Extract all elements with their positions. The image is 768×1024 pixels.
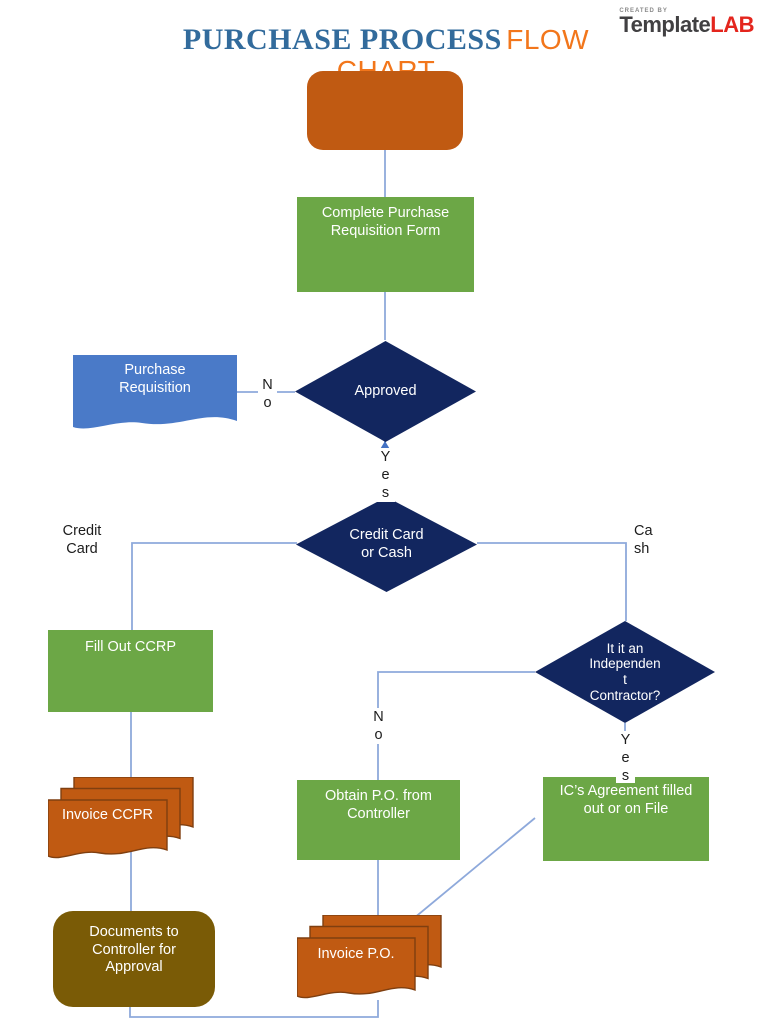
node-start — [307, 71, 463, 150]
page-title-accent-1: FLOW — [506, 24, 590, 55]
edge-label-contractor-no: No — [369, 708, 388, 745]
node-label: Documents to Controller for Approval — [89, 924, 179, 976]
document-purchase-requisition — [73, 355, 237, 429]
node-label: IC’s Agreement filled out or on File — [559, 783, 693, 817]
templatelab-logo[interactable]: CREATED BY TemplateLAB — [619, 8, 754, 36]
node-label: Complete Purchase Requisition Form — [321, 205, 450, 239]
node-fill-out-ccrp: Fill Out CCRP — [48, 630, 213, 712]
edge-label-cash: Cash — [634, 523, 653, 558]
document-label: Invoice CCPR — [61, 807, 154, 823]
document-stack-invoice-ccpr — [48, 777, 194, 859]
edge-label-approved-yes: Yes — [376, 448, 395, 502]
node-obtain-po: Obtain P.O. from Controller — [297, 780, 460, 860]
logo-created-by: CREATED BY — [619, 8, 668, 14]
edge-label-contractor-yes: Yes — [616, 731, 635, 784]
logo-brand: TemplateLAB — [619, 14, 754, 36]
document-stack-invoice-po — [297, 915, 442, 999]
edge-label-credit-card: Credit Card — [62, 523, 102, 558]
document-label: Purchase Requisition — [119, 362, 191, 397]
document-label: Invoice P.O. — [317, 946, 395, 962]
logo-brand-primary: Template — [619, 12, 711, 37]
node-ic-agreement: IC’s Agreement filled out or on File — [543, 777, 709, 861]
node-label: Fill Out CCRP — [84, 639, 177, 655]
node-label: Credit Card or Cash — [349, 526, 424, 561]
node-label: It it an Independent Contractor? — [589, 640, 661, 703]
node-documents-to-controller: Documents to Controller for Approval — [53, 911, 215, 1007]
edge-label-approved-no: No — [258, 376, 277, 413]
page-title-main: PURCHASE PROCESS — [182, 23, 502, 56]
node-label: Approved — [354, 382, 417, 399]
logo-brand-accent: LAB — [710, 12, 754, 37]
node-complete-requisition-form: Complete Purchase Requisition Form — [297, 197, 474, 292]
node-label: Obtain P.O. from Controller — [325, 788, 432, 822]
